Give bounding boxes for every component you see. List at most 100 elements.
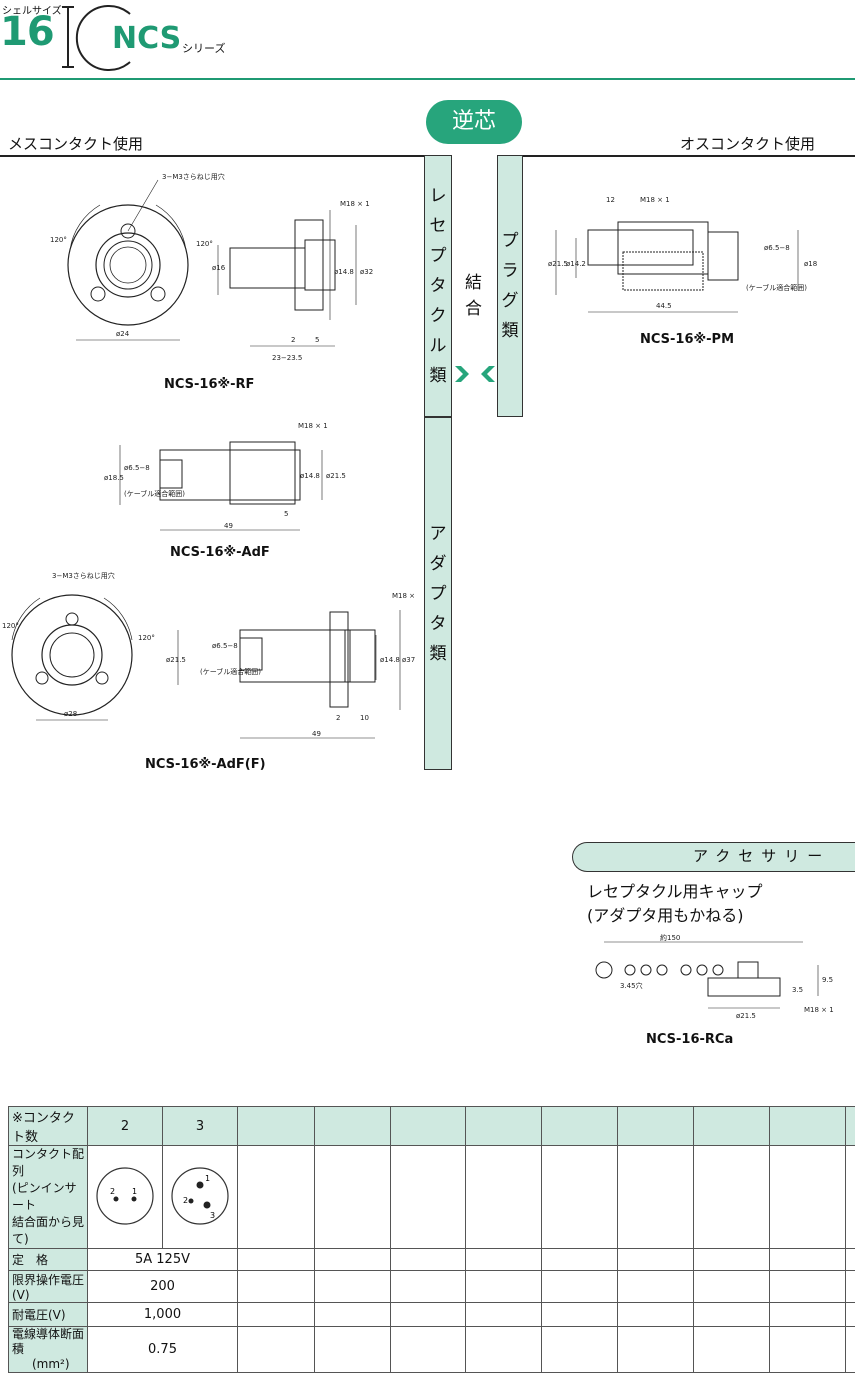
rf-angle-2: 120° — [196, 240, 213, 248]
pm-twelve-label: 12 — [606, 196, 615, 204]
receptacle-char: プ — [429, 246, 447, 266]
rf-thread-label: M18 × 1 — [340, 200, 370, 208]
wire-label: 電線導体断面積 (mm²) — [8, 1326, 88, 1373]
accessory-tab: アクセサリー — [572, 842, 855, 872]
spec-table: ※コンタクト数 2 3 コンタクト配列 (ピンインサート 結合面から見て) 2 … — [8, 1106, 855, 1373]
pm-d215-label: ø21.5 — [548, 260, 568, 268]
receptacle-char: セ — [429, 216, 447, 236]
adff-thread-label: M18 × 1 — [392, 592, 415, 600]
series-suffix: シリーズ — [182, 42, 226, 55]
adff-drawing: 3−M3さらねじ用穴 120° 120° ø28 M18 × 1 ø21.5 (… — [2, 571, 415, 739]
adf-length-label: 49 — [224, 522, 233, 530]
rf-two-label: 2 — [291, 336, 295, 344]
adff-product-name: NCS-16※-AdF(F) — [145, 757, 266, 772]
pin-number: 1 — [205, 1174, 210, 1183]
contact-count-3: 3 — [162, 1106, 238, 1146]
rf-five-label: 5 — [315, 336, 319, 344]
series-logo-icon — [62, 5, 131, 71]
pm-thread-label: M18 × 1 — [640, 196, 670, 204]
rating-label: 定 格 — [8, 1248, 88, 1271]
rca-thread-label: M18 × 1 — [804, 1006, 834, 1014]
rf-hole-label: 3−M3さらねじ用穴 — [162, 172, 225, 181]
adff-ten-label: 10 — [360, 714, 369, 722]
rf-d16-label: ø16 — [212, 264, 226, 272]
left-rule — [0, 155, 452, 157]
adf-cable-note: (ケーブル適合範囲) — [124, 489, 185, 498]
rf-length-label: 23−23.5 — [272, 354, 302, 362]
pm-drawing: 12 M18 × 1 ø21.5 ø14.2 ø6.5−8 (ケーブル適合範囲)… — [548, 196, 817, 313]
adf-cable-label: ø6.5−8 — [124, 464, 150, 472]
adf-d185-label: ø18.5 — [104, 474, 124, 482]
adapter-char: 類 — [429, 643, 447, 664]
receptacle-char: 類 — [429, 366, 447, 386]
rf-d32-label: ø32 — [360, 268, 373, 276]
adf-drawing: M18 × 1 ø18.5 (ケーブル適合範囲) ø6.5−8 ø14.8 ø2… — [104, 422, 346, 531]
accessory-title-1: レセプタクル用キャップ — [587, 882, 763, 901]
pin-layout-2-icon: 2 1 — [96, 1166, 154, 1225]
adf-five-label: 5 — [284, 510, 288, 518]
pm-length-label: 44.5 — [656, 302, 672, 310]
contact-count-2: 2 — [87, 1106, 163, 1146]
pm-cable-note: (ケーブル適合範囲) — [746, 283, 807, 292]
rf-d24-label: ø24 — [116, 330, 130, 338]
rca-h35-label: 3.5 — [792, 986, 803, 994]
mating-label: 結 合 — [465, 270, 482, 322]
header-rule — [0, 78, 855, 80]
withstand-label: 耐電圧(V) — [8, 1302, 88, 1327]
adff-d37-label: ø37 — [402, 656, 415, 664]
mating-char: 合 — [465, 299, 482, 319]
adf-thread-label: M18 × 1 — [298, 422, 328, 430]
accessory-title-2: (アダプタ用もかねる) — [587, 906, 744, 925]
rca-product-name: NCS-16-RCa — [646, 1032, 734, 1047]
rca-d215-label: ø21.5 — [736, 1012, 756, 1020]
arrangement-3pin: 1 2 3 — [162, 1145, 238, 1249]
rca-h95-label: 9.5 — [822, 976, 833, 984]
pin-number: 2 — [183, 1196, 188, 1205]
withstand-value: 1,000 — [87, 1302, 238, 1327]
rf-angle-1: 120° — [50, 236, 67, 244]
right-rule — [497, 155, 855, 157]
adapter-char: ア — [429, 523, 447, 544]
male-contact-label: オスコンタクト使用 — [680, 135, 816, 153]
shell-size-label: シェルサイズ — [2, 6, 62, 17]
rf-product-name: NCS-16※-RF — [164, 377, 255, 392]
max-voltage-value: 200 — [87, 1270, 238, 1303]
mating-char: 結 — [465, 273, 482, 293]
plug-char: グ — [501, 291, 519, 311]
adff-angle-2: 120° — [138, 634, 155, 642]
adff-two-label: 2 — [336, 714, 340, 722]
reverse-contact-pill: 逆芯 — [426, 100, 522, 144]
adff-length-label: 49 — [312, 730, 321, 738]
shell-size-number: 16 — [0, 9, 55, 55]
adff-cable-note: (ケーブル適合範囲) — [200, 667, 261, 676]
female-contact-label: メスコンタクト使用 — [8, 135, 144, 153]
rf-drawing: 3−M3さらねじ用穴 120° 120° ø24 M18 × 1 ø16 ø14… — [50, 172, 373, 362]
pm-cable-label: ø6.5−8 — [764, 244, 790, 252]
pm-d142-label: ø14.2 — [566, 260, 586, 268]
adapter-char: プ — [429, 583, 447, 604]
rf-d148-label: ø14.8 — [334, 268, 354, 276]
adapter-char: ダ — [429, 553, 447, 574]
rating-value: 5A 125V — [87, 1248, 238, 1271]
arrangement-line: コンタクト配列 — [12, 1147, 85, 1178]
adff-d215-label: ø21.5 — [166, 656, 186, 664]
adff-angle-1: 120° — [2, 622, 19, 630]
plug-char: ラ — [501, 261, 519, 281]
pin-number: 2 — [110, 1187, 115, 1196]
arrangement-label: コンタクト配列 (ピンインサート 結合面から見て) — [8, 1145, 88, 1249]
adapter-char: タ — [429, 613, 447, 634]
adf-d215-label: ø21.5 — [326, 472, 346, 480]
pm-d18-label: ø18 — [804, 260, 817, 268]
adapter-column: ア ダ プ タ 類 — [424, 417, 452, 770]
receptacle-column: レ セ プ タ ク ル 類 — [424, 155, 452, 417]
adff-d28-label: ø28 — [64, 710, 77, 718]
receptacle-char: ル — [429, 336, 447, 356]
adf-d148-label: ø14.8 — [300, 472, 320, 480]
receptacle-char: タ — [429, 276, 447, 296]
adf-product-name: NCS-16※-AdF — [170, 545, 270, 560]
series-name: NCS — [112, 21, 182, 56]
wire-unit-text: (mm²) — [32, 1357, 70, 1371]
arrangement-line: 結合面から見て) — [12, 1215, 85, 1246]
wire-label-text: 電線導体断面積 — [12, 1327, 85, 1356]
plug-char: プ — [501, 231, 519, 251]
